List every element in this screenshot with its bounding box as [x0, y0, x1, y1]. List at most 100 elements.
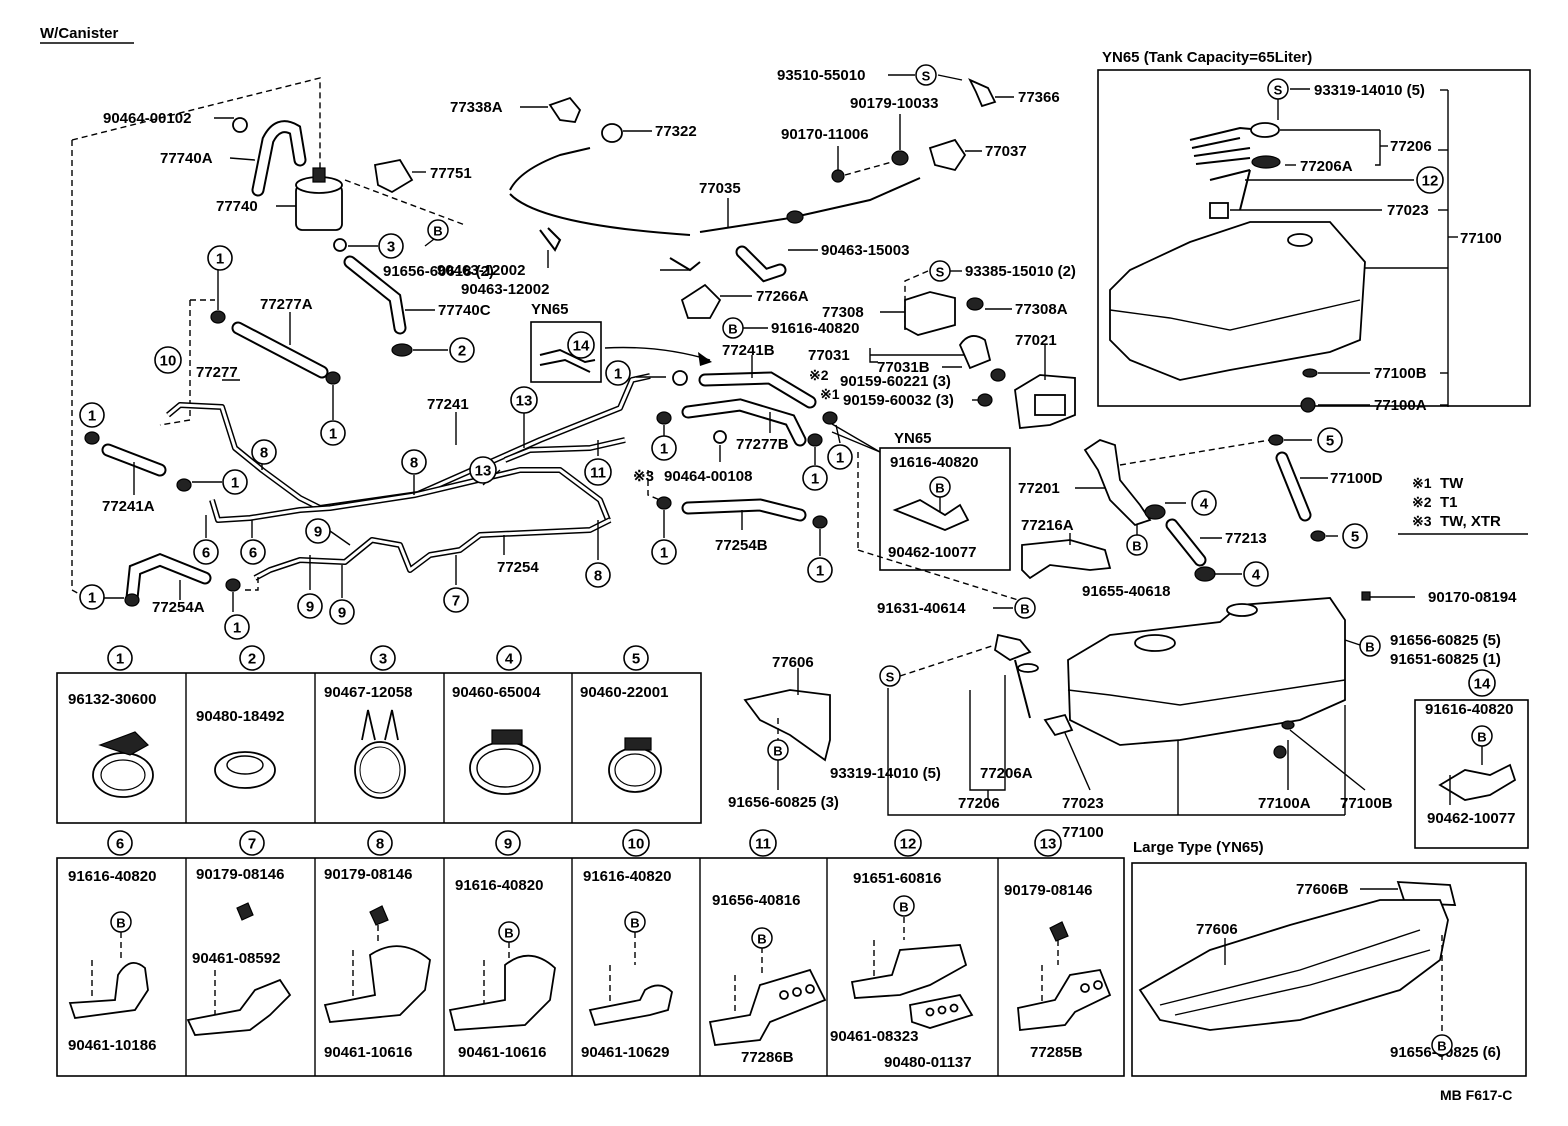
yn65-tank-port [1287, 233, 1313, 247]
hose-77254A-inner [127, 555, 210, 603]
clamp-illustration-9 [448, 954, 556, 1031]
yn65-label-77100A: 77100A [1374, 397, 1427, 414]
fuel-lines-group: 77277A 77277 77241 77241A 77254A [84, 270, 651, 616]
clamp-near-77241B [672, 370, 688, 386]
label-90464-00102: 90464-00102 [103, 110, 191, 127]
detail-6-num [107, 830, 133, 856]
detail-12-num [894, 829, 922, 857]
hole [1093, 980, 1103, 990]
marker-11-label: 11 [590, 465, 606, 482]
label-91656-60825-3: 91656-60825 (3) [728, 794, 839, 811]
cushion-77100B [1281, 720, 1295, 730]
marker-5 [1317, 427, 1343, 453]
yn65-box-title: YN65 (Tank Capacity=65Liter) [1102, 49, 1312, 66]
yn65-14-pipe-sketch-2 [539, 358, 591, 373]
cable-clip [786, 210, 804, 224]
marker-1 [224, 614, 250, 640]
detail-5-num [623, 645, 649, 671]
b-marker-label: B [1132, 539, 1141, 554]
detail-2-num-label: 2 [248, 651, 256, 668]
b-marker [110, 911, 132, 933]
band-illustration-5-screw [624, 737, 652, 751]
label-77100B: 77100B [1340, 795, 1393, 812]
bracket-77266A [680, 283, 722, 319]
bracket-77216A [1021, 539, 1112, 580]
marker-14 [567, 331, 595, 359]
bracket-illustration-13 [1017, 968, 1112, 1031]
detail-13-bottom: 77285B [1030, 1044, 1083, 1061]
marker-9-label: 9 [306, 599, 314, 616]
b-marker [1014, 597, 1036, 619]
marker-1-label: 1 [231, 475, 239, 492]
part-77031B [958, 335, 992, 370]
b-marker [767, 739, 789, 761]
hole [779, 990, 789, 1000]
leader [1289, 729, 1366, 791]
fuel-inlet-group: 93385-15010 (2) 77308 77308A 77031 77031… [808, 263, 1076, 429]
label-mark3: ※3 [633, 468, 654, 485]
bracket-77606-ribs [1159, 929, 1431, 1016]
detail-11-top: 91656-40816 [712, 892, 800, 909]
detail-14-bottom: 90462-10077 [1427, 810, 1515, 827]
detail-6-num-label: 6 [116, 836, 124, 853]
plate-77308 [904, 291, 956, 336]
legend-text-3: TW, XTR [1440, 513, 1501, 530]
canister-group: 90464-00102 77740A 77740 77751 77740C 91… [71, 77, 494, 601]
clamp-1-upper [210, 310, 226, 324]
b-marker [722, 317, 744, 339]
detail-13-top: 90179-08146 [1004, 882, 1092, 899]
marker-13-label: 13 [475, 463, 492, 480]
b-marker-label: B [935, 481, 944, 496]
marker-4-label: 4 [1252, 567, 1261, 584]
detail-row-2: 91616-40820 90461-10186 90179-08146 9046… [56, 857, 1125, 1077]
part-77023 [1043, 713, 1074, 737]
arrow-head [698, 352, 712, 366]
detail-4-num [496, 645, 522, 671]
part-77037 [928, 138, 967, 172]
clip-90463-12002a [539, 227, 562, 252]
label-77206A: 77206A [980, 765, 1033, 782]
hose-77241B-inner [700, 373, 815, 407]
marker-6-label: 6 [202, 545, 210, 562]
detail-14-frame [1414, 699, 1529, 849]
detail-3-num-label: 3 [379, 651, 387, 668]
yn65-bracket-box [879, 447, 1011, 571]
yn65-float-arm [1239, 169, 1251, 211]
b-marker-label: B [773, 744, 782, 759]
clamp-illustration-10 [588, 984, 673, 1027]
marker-2-label: 2 [458, 343, 466, 360]
s-marker-label: S [886, 670, 895, 685]
marker-1 [79, 402, 105, 428]
detail-8-num-label: 8 [376, 836, 384, 853]
marker-1 [651, 435, 677, 461]
label-90159-60221: 90159-60221 (3) [840, 373, 951, 390]
part-77338A [548, 96, 582, 123]
pipe-77241-inner [167, 374, 651, 510]
pipe-77277-inner [210, 468, 610, 522]
detail-4-part: 90460-65004 [452, 684, 541, 701]
leader [229, 157, 256, 161]
label-77031: 77031 [808, 347, 850, 364]
hole [925, 1007, 935, 1017]
canister-dash-bracket [344, 179, 466, 226]
b-marker-label: B [757, 932, 766, 947]
hose-77277A-inner [233, 323, 327, 377]
yn65-gasket [1251, 155, 1281, 169]
mark-1: ※1 [820, 386, 840, 402]
tank-port-2 [1226, 603, 1258, 617]
detail-9-num-label: 9 [504, 836, 512, 853]
detail-14-num [1468, 669, 1496, 697]
clamp-90464-00102 [232, 117, 248, 133]
b-marker-label: B [1020, 602, 1029, 617]
hole [937, 1005, 947, 1015]
detail-14-top: 91616-40820 [1425, 701, 1513, 718]
marker-5 [1342, 523, 1368, 549]
label-91656-60825-5: 91656-60825 (5) [1390, 632, 1501, 649]
part-77366 [968, 78, 997, 108]
label-77031B: 77031B [877, 359, 930, 376]
pipe-upper-short-inner [504, 438, 626, 462]
detail-2-num [239, 645, 265, 671]
filler-group: 77201 77213 91655-40618 77216A 77100D 91… [877, 434, 1383, 617]
label-77277A: 77277A [260, 296, 313, 313]
marker-7 [443, 587, 469, 613]
